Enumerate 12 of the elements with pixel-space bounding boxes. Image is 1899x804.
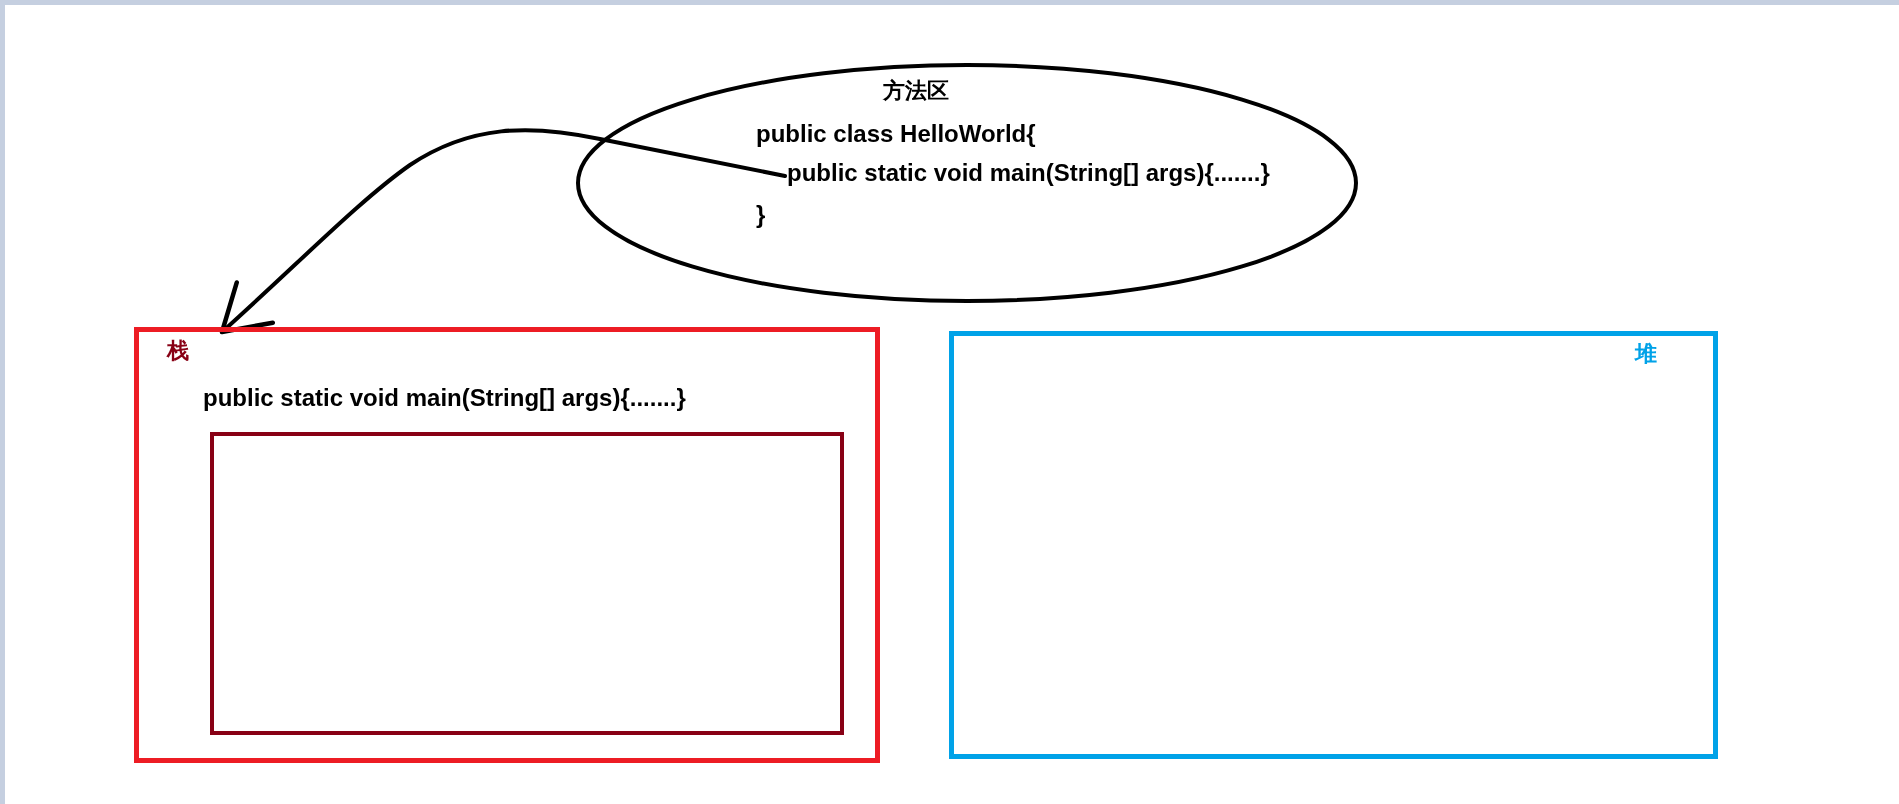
area-title: 堆 [1635, 343, 1657, 365]
area-title: 栈 [167, 340, 189, 362]
code-line: public static void main(String[] args){.......} [787, 159, 1270, 187]
area-title: 方法区 [883, 78, 949, 104]
area-box [949, 331, 1718, 759]
code-line: public static void main(String[] args){.......} [203, 384, 686, 412]
code-line: } [756, 201, 766, 229]
code-line: public class HelloWorld{ [756, 120, 1036, 148]
area-ellipse [576, 63, 1358, 303]
area-box [134, 327, 880, 763]
curved-arrow [219, 128, 787, 335]
frame-box [210, 432, 844, 735]
